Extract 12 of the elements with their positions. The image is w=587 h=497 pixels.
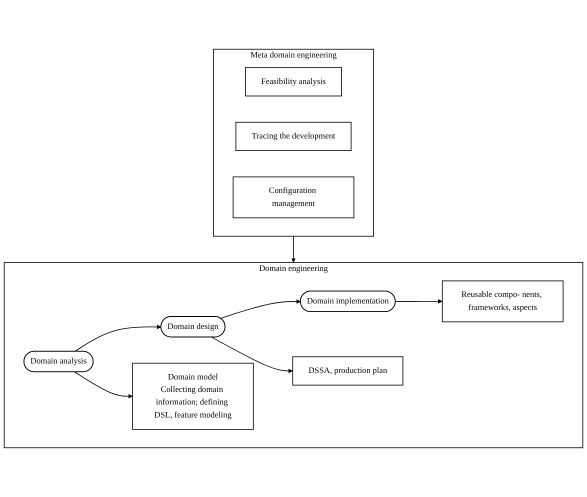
node-box: Reusable compo- nents, frameworks, aspects [442,280,564,322]
arrow [220,299,301,319]
node-box: Configuration management [232,176,354,218]
arrow [211,336,293,374]
node-box: Tracing the development [236,122,352,151]
node-box: DSSA, production plan [292,356,404,386]
arrow [291,236,296,263]
arrow [74,324,162,352]
node-box: Feasibility analysis [245,67,342,96]
arrow [74,372,133,399]
node-box: Domain model Collecting domain information; defining DSL, feature modeling [132,362,254,430]
arrow [395,299,442,304]
